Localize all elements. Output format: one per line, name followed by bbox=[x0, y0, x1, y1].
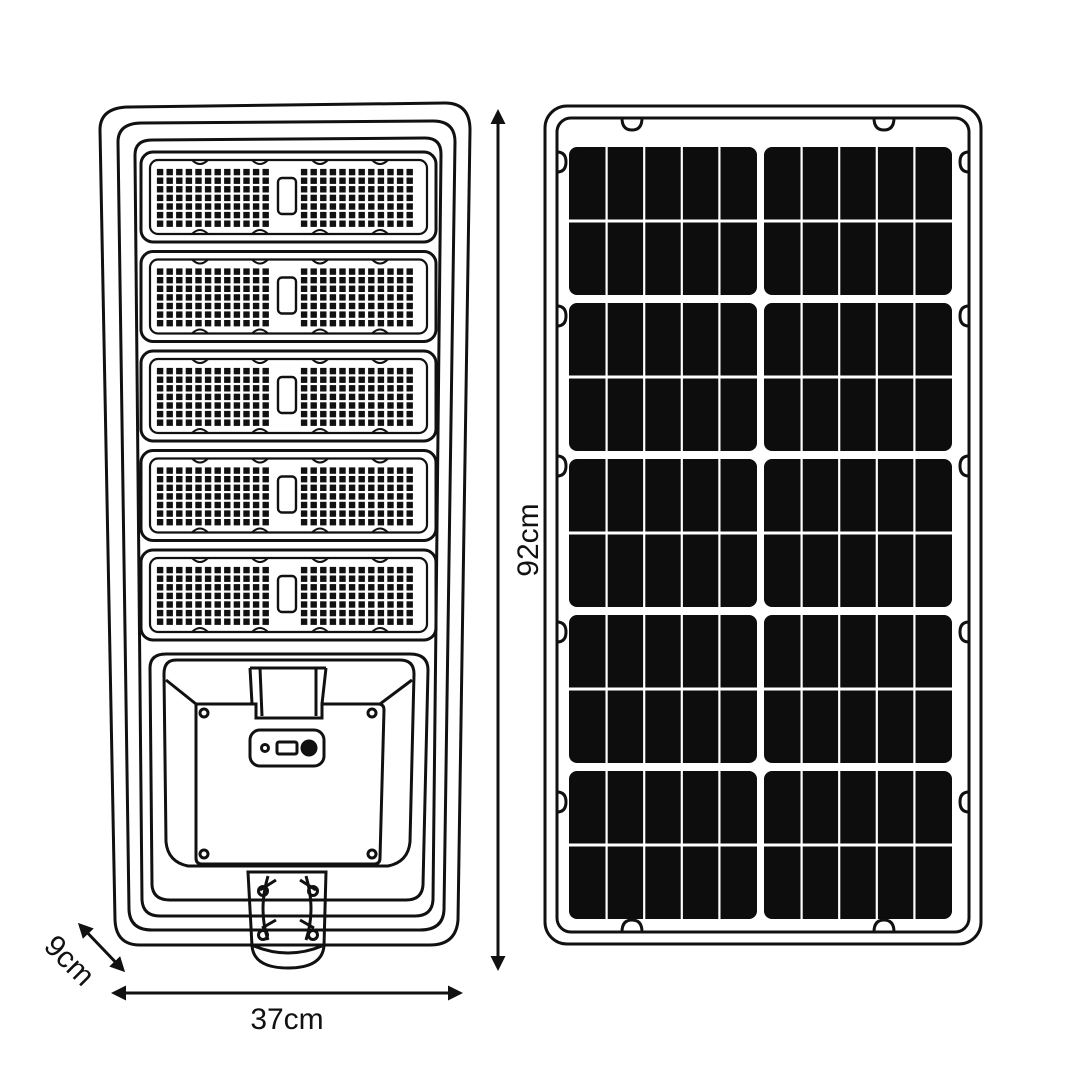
solar-cell-block bbox=[764, 147, 952, 295]
battery-box-inner bbox=[162, 658, 416, 868]
cover-neck bbox=[248, 667, 328, 717]
solar-cell-block bbox=[764, 303, 952, 451]
led-module bbox=[139, 150, 438, 244]
lamp-outer-housing bbox=[98, 101, 472, 947]
lamp-body bbox=[98, 101, 472, 970]
led-module bbox=[139, 548, 438, 642]
frame-clips bbox=[556, 117, 970, 933]
mounting-bracket bbox=[246, 870, 328, 970]
led-modules bbox=[139, 150, 438, 642]
solar-panel bbox=[543, 104, 983, 946]
solar-cell-block bbox=[764, 615, 952, 763]
solar-cell-block bbox=[569, 615, 757, 763]
solar-cell-block bbox=[569, 147, 757, 295]
battery-box-outer bbox=[148, 652, 430, 902]
lamp-module-frame bbox=[133, 136, 443, 918]
lamp-inner-housing bbox=[116, 119, 457, 932]
width-label: 37cm bbox=[250, 1003, 323, 1036]
solar-cell-block bbox=[569, 303, 757, 451]
solar-panel-outer-frame bbox=[543, 104, 983, 946]
led-module bbox=[139, 250, 438, 343]
solar-cell-block bbox=[569, 771, 757, 919]
controller-cover bbox=[194, 702, 386, 866]
solar-cells bbox=[569, 147, 952, 919]
depth-dimension-arrow bbox=[77, 922, 126, 973]
solar-cell-block bbox=[764, 459, 952, 607]
solar-cell-block bbox=[569, 459, 757, 607]
led-module bbox=[139, 349, 438, 443]
control-switch-panel bbox=[248, 728, 326, 768]
height-label: 92cm bbox=[512, 503, 545, 576]
led-module bbox=[139, 449, 438, 542]
solar-cell-block bbox=[764, 771, 952, 919]
solar-panel-inner-frame bbox=[555, 116, 971, 934]
